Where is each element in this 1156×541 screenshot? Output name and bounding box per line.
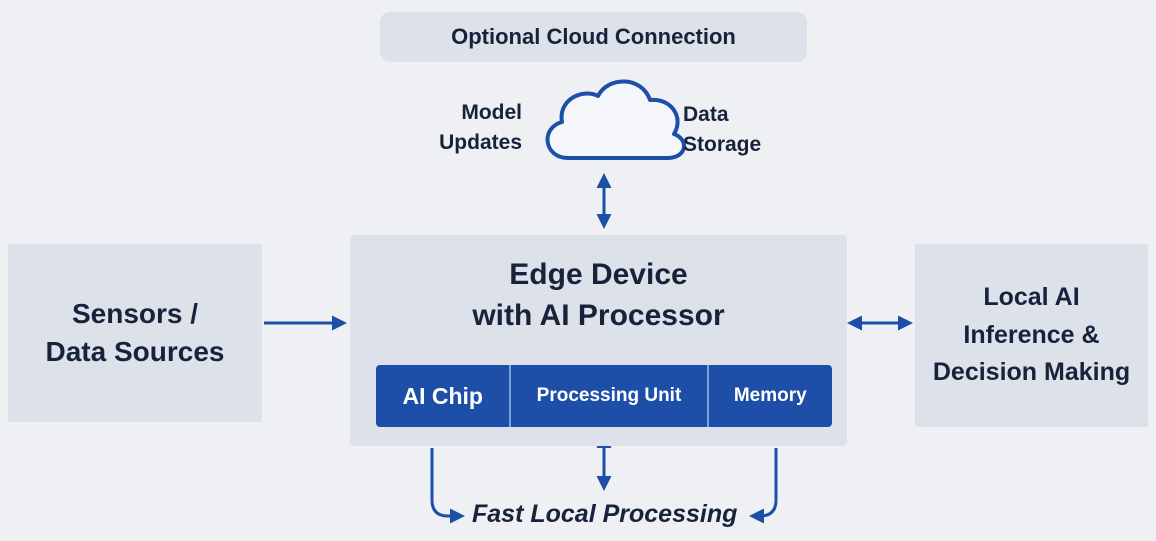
local-ai-box: Local AI Inference & Decision Making <box>915 244 1148 427</box>
cloud-header-label: Optional Cloud Connection <box>451 24 736 49</box>
edge-device-title: Edge Device with AI Processor <box>350 255 847 336</box>
component-bar: AI Chip Processing Unit Memory <box>376 365 832 427</box>
edge-title-line2: with AI Processor <box>472 298 725 332</box>
data-storage-label: Data Storage <box>683 100 761 161</box>
local-ai-line2: Inference & <box>963 320 1100 349</box>
data-storage-line2: Storage <box>683 133 762 157</box>
sensors-box: Sensors / Data Sources <box>8 244 262 422</box>
model-updates-label: Model Updates <box>432 98 522 159</box>
local-ai-line3: Decision Making <box>932 358 1131 387</box>
cloud-icon <box>545 79 686 160</box>
edge-title-line1: Edge Device <box>509 258 688 291</box>
sensors-line1: Sensors / <box>71 298 199 330</box>
ai-chip-component: AI Chip <box>402 382 483 409</box>
processing-unit-component: Processing Unit <box>509 365 706 427</box>
sensors-line2: Data Sources <box>45 336 225 367</box>
memory-component: Memory <box>706 365 832 427</box>
right-curve-arrow <box>749 448 778 524</box>
edge-device-box: Edge Device with AI Processor AI Chip Pr… <box>350 235 847 446</box>
fast-local-processing-label: Fast Local Processing <box>472 500 738 528</box>
left-curve-arrow <box>430 448 465 524</box>
local-ai-line1: Local AI <box>983 283 1080 312</box>
model-updates-line1: Model <box>461 101 522 124</box>
data-storage-line1: Data <box>683 103 729 126</box>
model-updates-line2: Updates <box>439 131 522 155</box>
cloud-connection-header: Optional Cloud Connection <box>380 12 807 62</box>
